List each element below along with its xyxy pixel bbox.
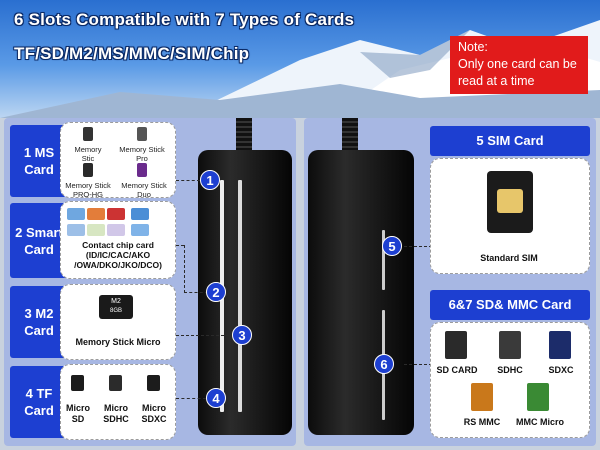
label-ms-card: 1 MS Card (10, 125, 68, 197)
label-tf-card: 4 TF Card (10, 366, 68, 438)
tf-card-name: Micro SDHC (103, 403, 129, 424)
id-card-icon (67, 208, 85, 220)
micro-sd-icon (71, 375, 84, 391)
m2-card-box: M2 8GB Memory Stick Micro (60, 284, 176, 360)
slot-number-3: 3 (232, 325, 252, 345)
sdxc-card-icon (549, 331, 571, 359)
connector-line-1 (176, 180, 200, 181)
sd-card-name: SD CARD (436, 365, 478, 375)
sd-card-name: RS MMC (463, 417, 501, 427)
id-card-icon (131, 224, 149, 236)
slot-smart (238, 180, 242, 412)
title-line-2: TF/SD/M2/MS/MMC/SIM/Chip (14, 44, 250, 63)
label-sd-mmc-card: 6&7 SD& MMC Card (430, 290, 590, 320)
sd-mmc-box: SD CARD SDHC SDXC RS MMC MMC Micro (430, 322, 590, 438)
smart-card-caption: Contact chip card (ID/IC/CAC/AKO /OWA/DK… (74, 240, 162, 270)
connector-line-2 (184, 245, 185, 293)
m2-card-text: M2 (111, 298, 121, 305)
m2-caption: Memory Stick Micro (75, 337, 161, 347)
slot-sim (382, 230, 385, 290)
rs-mmc-card-icon (471, 383, 493, 411)
tf-card-box: Micro SD Micro SDHC Micro SDXC (60, 364, 176, 440)
slot-number-4: 4 (206, 388, 226, 408)
ms-card-name: Memory Stick PRO-HG (65, 181, 111, 199)
memory-stick-pro-icon (137, 127, 147, 141)
sd-card-name: SDHC (497, 365, 523, 375)
sim-chip-icon (497, 189, 523, 213)
ms-card-box: Memory Stic Memory Stick Pro Memory Stic… (60, 122, 176, 199)
ms-card-name: Memory Stic (74, 145, 102, 163)
slot-number-6: 6 (374, 354, 394, 374)
id-card-icon (131, 208, 149, 220)
id-card-icon (107, 208, 125, 220)
sdhc-card-icon (499, 331, 521, 359)
memory-stick-duo-icon (137, 163, 147, 177)
memory-stick-micro-icon: M2 8GB (99, 295, 133, 319)
cable (236, 118, 252, 153)
id-card-icon (87, 224, 105, 236)
m2-card-size: 8GB (109, 308, 122, 314)
sim-card-box: Standard SIM (430, 158, 590, 274)
sd-card-name: SDXC (548, 365, 574, 375)
id-card-icon (87, 208, 105, 220)
mmc-micro-card-icon (527, 383, 549, 411)
memory-stick-pro-hg-icon (83, 163, 93, 177)
ms-card-name: Memory Stick Pro (119, 145, 165, 163)
label-m2-card: 3 M2 Card (10, 286, 68, 358)
slot-number-2: 2 (206, 282, 226, 302)
sim-caption: Standard SIM (480, 253, 538, 263)
slot-number-1: 1 (200, 170, 220, 190)
note-text: Note: Only one card can be read at a tim… (458, 40, 577, 88)
sim-card-icon (487, 171, 533, 233)
title-line-1: 6 Slots Compatible with 7 Types of Cards (14, 10, 355, 29)
connector-line-4 (176, 398, 206, 399)
connector-line-3 (176, 335, 234, 336)
smart-card-box: Contact chip card (ID/IC/CAC/AKO /OWA/DK… (60, 201, 176, 279)
sd-card-name: MMC Micro (516, 417, 564, 427)
connector-line-5 (404, 246, 432, 247)
micro-sdhc-icon (109, 375, 122, 391)
micro-sdxc-icon (147, 375, 160, 391)
card-reader-side (308, 150, 414, 435)
id-card-icon (67, 224, 85, 236)
sd-card-icon (445, 331, 467, 359)
connector-line-6 (404, 364, 432, 365)
cable (342, 118, 358, 158)
tf-card-name: Micro SDXC (141, 403, 167, 424)
connector-line-2 (184, 292, 208, 293)
memory-stick-icon (83, 127, 93, 141)
slot-number-5: 5 (382, 236, 402, 256)
id-card-icon (107, 224, 125, 236)
label-smart-card: 2 Smart Card (10, 203, 68, 278)
tf-card-name: Micro SD (65, 403, 90, 424)
label-sim-card: 5 SIM Card (430, 126, 590, 156)
ms-card-name: Memory Stick Duo (121, 181, 167, 199)
connector-line-2 (176, 245, 184, 246)
note-box: Note: Only one card can be read at a tim… (450, 36, 588, 94)
